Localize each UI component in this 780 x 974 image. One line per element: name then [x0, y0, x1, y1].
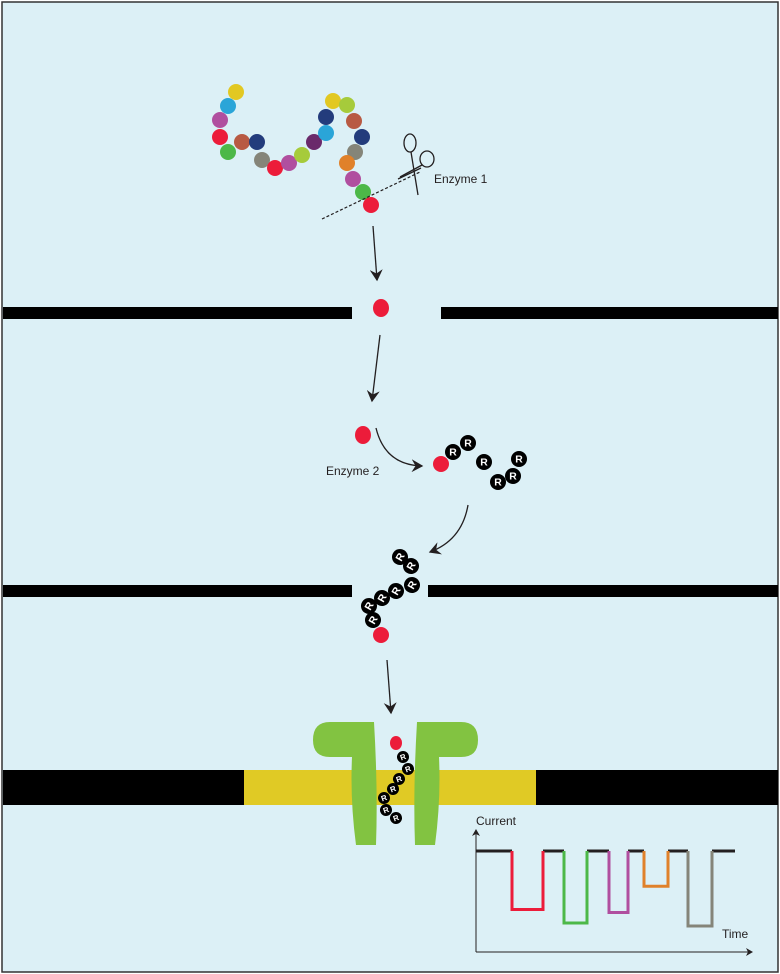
tag-bead: R [388, 583, 404, 599]
tag-bead: R [380, 804, 392, 816]
tag-bead: R [365, 612, 381, 628]
flow-arrows [366, 225, 469, 715]
nucleotide-bead [339, 155, 355, 171]
nanopore-protein [313, 722, 478, 845]
nucleotide [373, 627, 389, 643]
tag-letter: R [464, 439, 472, 450]
tag-letter: R [480, 458, 488, 469]
tag-bead: R [402, 763, 414, 775]
nucleotide-chain [212, 84, 379, 213]
tag-bead: R [404, 577, 420, 593]
nucleotide-bead [318, 109, 334, 125]
tag-bead: R [392, 549, 408, 565]
tag-bead: R [390, 812, 402, 824]
membrane-1 [3, 307, 778, 319]
current-dip [686, 851, 714, 928]
membrane-2 [3, 585, 778, 597]
tag-bead: R [403, 558, 419, 574]
tag-bead: R [511, 451, 527, 467]
tag-letter: R [399, 752, 408, 763]
nucleotide-bead [294, 147, 310, 163]
tag-bead: R [387, 783, 399, 795]
current-axis-label: Current [476, 814, 517, 828]
tag-letter: R [449, 448, 457, 459]
nucleotide-bead [347, 144, 363, 160]
tag-bead: R [374, 590, 390, 606]
nucleotide-bead [254, 152, 270, 168]
tag-letter: R [380, 793, 389, 804]
nucleotide-bead [325, 93, 341, 109]
nucleotide-bead [234, 134, 250, 150]
nucleotide-bead [228, 84, 244, 100]
nucleotide [373, 299, 389, 317]
nucleotide-bead [355, 184, 371, 200]
tag-letter: R [382, 805, 391, 816]
current-trace-plot: Current Time [472, 814, 753, 956]
tag-letter: R [392, 813, 401, 824]
nucleotide-bead [339, 97, 355, 113]
nucleotide-bead [306, 134, 322, 150]
nucleotide-bead [220, 144, 236, 160]
nucleotide-bead [212, 129, 228, 145]
tag-bead: R [361, 598, 377, 614]
nucleotide-bead [220, 98, 236, 114]
cut-line [321, 171, 421, 220]
tag-bead: R [490, 474, 506, 490]
tag-letter: R [404, 764, 413, 775]
tag-bead: R [476, 454, 492, 470]
nucleotide-bead [346, 113, 362, 129]
nucleotide-bead [267, 160, 283, 176]
nucleotide-bead [363, 197, 379, 213]
scissors-icon [397, 133, 435, 196]
tag-bead: R [378, 792, 390, 804]
current-dip [562, 851, 589, 925]
tag-bead: R [445, 444, 461, 460]
tag-bead: R [505, 468, 521, 484]
enzyme-2-label: Enzyme 2 [326, 464, 380, 478]
current-dip [510, 851, 545, 911]
tag-letter: R [494, 478, 502, 489]
tag-letter: R [389, 784, 398, 795]
current-dip [607, 851, 630, 914]
tag-bead: R [393, 773, 405, 785]
nucleotide-bead [281, 155, 297, 171]
tag-letter: R [515, 455, 523, 466]
nucleotide-bead [345, 171, 361, 187]
nucleotide-bead [212, 112, 228, 128]
nucleotide-bead [249, 134, 265, 150]
nucleotide [390, 736, 402, 750]
tag-bead: R [460, 435, 476, 451]
nucleotide [355, 426, 371, 444]
nucleotide-bead [354, 129, 370, 145]
nucleotide-bead [318, 125, 334, 141]
enzyme-1-label: Enzyme 1 [434, 172, 488, 186]
time-axis-label: Time [722, 927, 749, 941]
tag-letter: R [395, 774, 404, 785]
tag-bead: R [397, 751, 409, 763]
tag-letter: R [509, 472, 517, 483]
nucleotide [433, 456, 449, 472]
current-dip [642, 851, 670, 888]
